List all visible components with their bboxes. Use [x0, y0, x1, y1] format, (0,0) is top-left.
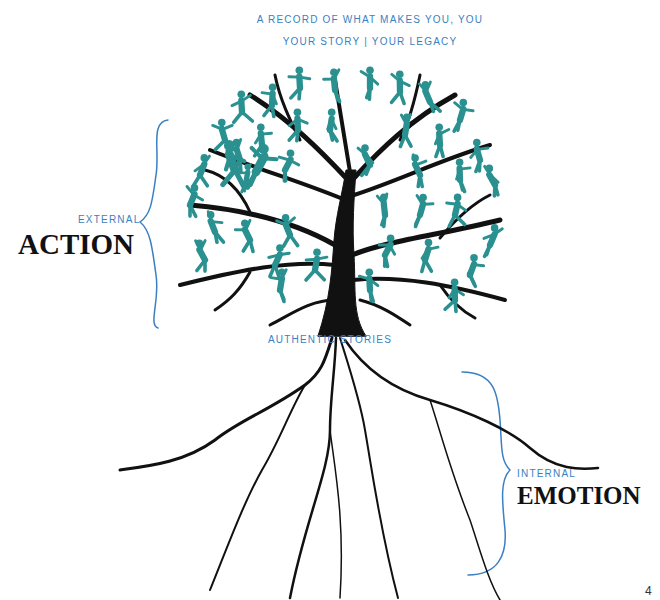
- tagline: A RECORD OF WHAT MAKES YOU, YOU: [257, 14, 484, 25]
- heading-word: EMOTION: [517, 482, 641, 510]
- brackets: [140, 120, 510, 575]
- category-label: EXTERNAL: [78, 214, 140, 225]
- page-number: 4: [645, 585, 653, 598]
- roots: [120, 338, 598, 600]
- category-label: INTERNAL: [517, 468, 576, 479]
- trunk-and-branches: [180, 75, 505, 336]
- people-figures: [187, 66, 502, 311]
- subtitle: YOUR STORY | YOUR LEGACY: [283, 36, 458, 47]
- heading-word: ACTION: [18, 229, 134, 261]
- trunk-label: AUTHENTIC STORIES: [268, 334, 392, 345]
